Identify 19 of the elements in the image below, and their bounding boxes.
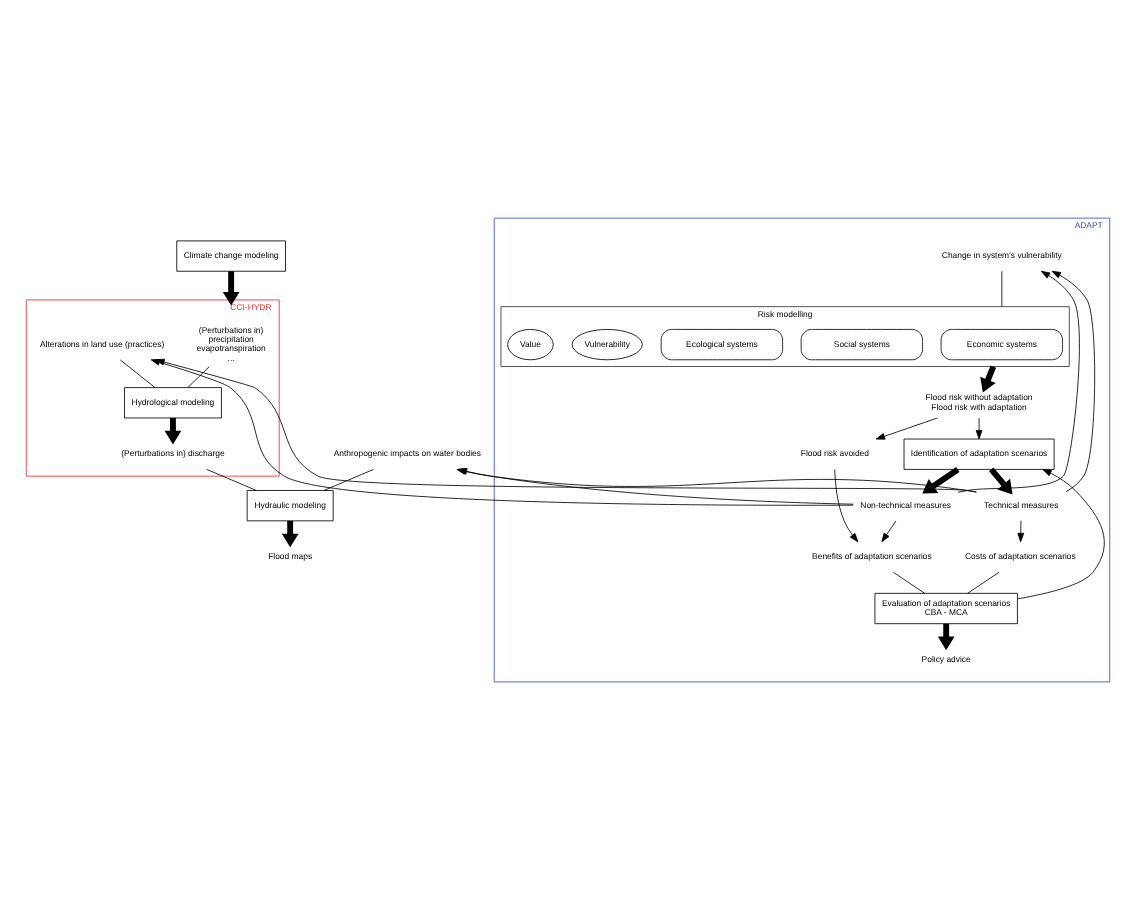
connector: [119, 359, 156, 388]
arrow: [922, 467, 960, 494]
arrow: [875, 417, 938, 440]
connector: [893, 571, 926, 594]
connector: [1001, 270, 1003, 308]
connector: [323, 469, 374, 491]
arrow: [1017, 520, 1025, 543]
connector: [967, 571, 1000, 594]
arrow: [881, 520, 897, 543]
connector: [187, 366, 210, 388]
arrow: [957, 270, 1080, 493]
arrow: [989, 467, 1013, 495]
arrow: [975, 417, 983, 440]
arrow: [1017, 469, 1105, 600]
arrow: [155, 358, 977, 493]
connector: [206, 469, 257, 491]
arrow: [834, 469, 859, 543]
arrow: [222, 271, 240, 306]
arrow: [1051, 270, 1096, 493]
